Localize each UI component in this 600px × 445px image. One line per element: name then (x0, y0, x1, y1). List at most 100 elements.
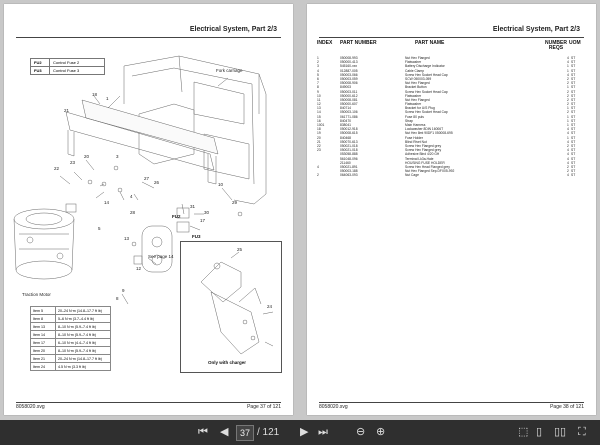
row-part-number: 050008-615 (340, 131, 358, 136)
row-uom: ST (571, 139, 576, 144)
last-page-icon[interactable]: ⏭ (318, 426, 328, 438)
previous-page-icon[interactable]: ◀ (220, 426, 229, 438)
row-index: 15 (317, 114, 321, 119)
row-uom: ST (571, 106, 576, 111)
footer-page-number: Page 37 of 121 (247, 404, 281, 410)
row-part-number: 840468 (340, 135, 352, 140)
row-qty: 4 (567, 148, 569, 153)
callout-29: 29 (232, 200, 238, 205)
callout-18: 18 (92, 92, 98, 97)
row-uom: ST (571, 89, 576, 94)
torque-value: 5–6 N·m (3.7–4.4 ft lb) (55, 314, 111, 323)
row-part-number: 050021-891 (340, 164, 358, 169)
row-qty: 2 (567, 102, 569, 107)
col-header-part-number: PART NUMBER (340, 40, 377, 46)
callout-17: 17 (200, 218, 206, 223)
row-part-name: Adhesive Blnd 4/20 GH (405, 152, 440, 157)
row-index: 6 (317, 76, 319, 81)
row-uom: ST (571, 173, 576, 178)
left-page: Electrical System, Part 2/3 FU2 Control … (4, 4, 293, 415)
page-number-input[interactable]: 37 (236, 425, 254, 441)
two-page-icon[interactable]: ▯▯ (554, 426, 567, 438)
row-part-number: 050003-106 (340, 110, 358, 115)
row-index: 11 (317, 97, 321, 102)
zoom-in-icon[interactable]: ⊕ (376, 426, 386, 438)
zoom-out-icon[interactable]: ⊖ (356, 426, 366, 438)
row-part-name: Nut Cage (405, 173, 419, 178)
footer-filename: 8058020.svg (16, 404, 45, 410)
row-part-number: 050000-607 (340, 102, 358, 107)
row-qty: 4 (567, 60, 569, 65)
row-index: 9 (317, 89, 319, 94)
row-qty: 1 (567, 85, 569, 90)
row-index: 1001 (317, 123, 325, 127)
row-part-name: Lockwasher 8DIN 16006T (405, 127, 444, 132)
row-uom: ST (571, 76, 576, 81)
row-part-number: 561048-096 (340, 156, 358, 161)
row-part-name: Nut Hex Flanged Sep.DFX05-992 (405, 169, 455, 174)
row-part-name: Strap (405, 118, 413, 123)
row-qty: 1 (567, 68, 569, 73)
row-part-name: Cable Clamp (405, 68, 425, 73)
fuse-legend: FU2 Control Fuse 2 FU3 Control Fuse 3 (30, 58, 105, 75)
row-uom: ST (571, 85, 576, 90)
fit-page-icon[interactable]: ⬚ (518, 426, 529, 438)
callout-13: 13 (124, 236, 130, 241)
torque-item: Item 5 (30, 306, 56, 315)
row-index: 8 (317, 85, 319, 90)
row-index: 14 (317, 110, 321, 115)
callout-8: 8 (116, 296, 119, 301)
row-part-name: SCW 050003-059 (405, 76, 432, 81)
row-uom: ST (571, 60, 576, 65)
row-part-number: 840714 (340, 106, 352, 111)
row-part-number: 050000-612 (340, 93, 358, 98)
row-index: 22 (317, 143, 321, 148)
callout-5: 5 (98, 226, 101, 231)
row-part-name: Screw Hex Flanged grey (405, 148, 442, 153)
row-part-name: Screw Hex Head Flanged grey (405, 164, 450, 169)
row-qty: 4 (567, 127, 569, 132)
row-part-name: Screw Hex Socket Head Cap (405, 89, 448, 94)
callout-12: 12 (136, 266, 142, 271)
single-page-icon[interactable]: ▯ (536, 426, 543, 438)
fuse-desc: Control Fuse 3 (49, 66, 105, 75)
exploded-parts-drawing (13, 55, 267, 305)
callout-21: 21 (64, 108, 70, 113)
row-part-name: Nut Hex Flanged (405, 56, 430, 60)
row-qty: 4 (567, 131, 569, 136)
row-index: 4 (317, 164, 319, 169)
fuse-row: FU3 Control Fuse 3 (30, 66, 105, 75)
row-uom: ST (571, 68, 576, 73)
first-page-icon[interactable]: ⏮ (198, 426, 208, 438)
callout-22: 22 (54, 166, 60, 171)
row-part-name: Nut Hex Flanged (405, 97, 430, 102)
callout-23: 23 (70, 160, 76, 165)
next-page-icon[interactable]: ▶ (300, 426, 309, 438)
row-qty: 4 (567, 156, 569, 161)
row-uom: ST (571, 143, 576, 148)
row-part-name: Bracket for U/S Plug (405, 106, 435, 111)
row-part-number: 012887-005 (340, 68, 358, 73)
row-part-number: 064063-093 (340, 173, 358, 178)
row-part-name: Nut Hex Flanged (405, 81, 430, 86)
row-uom: ST (571, 56, 576, 60)
callout-30: 30 (204, 210, 210, 215)
footer-rule (319, 402, 584, 403)
row-part-name: Terminal Lk3a-Hale (405, 156, 434, 161)
fullscreen-icon[interactable]: ⛶ (578, 426, 586, 438)
row-qty: 4 (567, 160, 569, 165)
row-index: 13 (317, 106, 321, 111)
row-part-name: Fuse Holder (405, 135, 423, 140)
